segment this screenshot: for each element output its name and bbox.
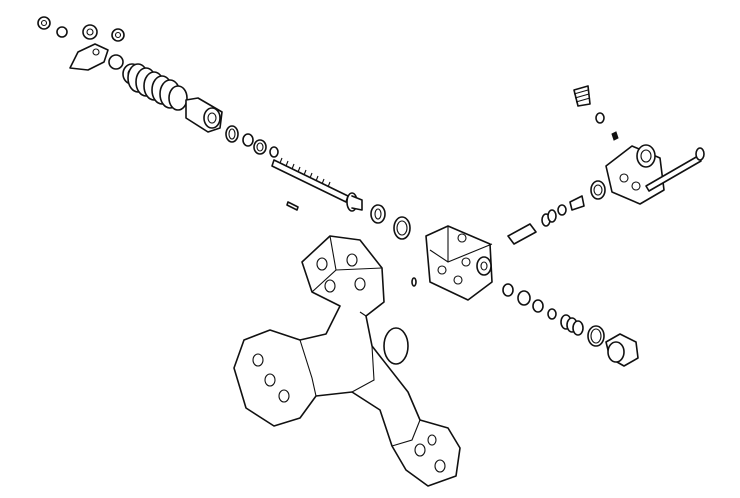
long-bolt (645, 147, 705, 192)
fitting-nipple (573, 85, 619, 141)
washers-mid (370, 204, 411, 240)
main-spring (127, 63, 188, 111)
end-cap (605, 333, 639, 367)
lower-branch-parts (502, 283, 605, 347)
lever-plate (69, 43, 109, 71)
small-ball (411, 277, 417, 287)
threaded-rod (271, 157, 363, 212)
valve-body (425, 225, 493, 301)
pin (286, 201, 299, 211)
upper-branch-parts (507, 180, 606, 245)
washer-set-left (37, 16, 125, 42)
bracket-casting (233, 235, 461, 487)
side-housing (605, 144, 665, 205)
o-rings-upper (225, 125, 279, 158)
adjusting-nut (185, 97, 223, 133)
